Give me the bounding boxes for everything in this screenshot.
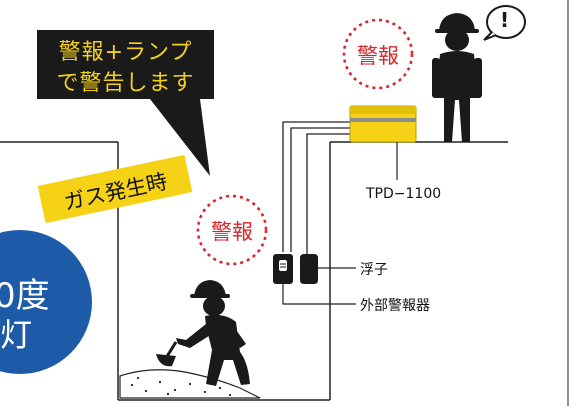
alarm-label-middle: 警報 [211, 220, 253, 244]
callout-tail [150, 99, 210, 176]
exclamation-icon: ! [500, 8, 510, 32]
badge-line-1: 0度 [0, 276, 50, 316]
sensor-model-label: TPD−1100 [366, 186, 442, 202]
info-badge [0, 230, 92, 374]
external-alarm-device [273, 254, 293, 284]
warning-callout: 警報+ランプ で警告します [37, 30, 214, 99]
standing-worker-icon [432, 13, 482, 142]
external-alarm-label: 外部警報器 [360, 298, 430, 314]
float-device [300, 254, 318, 284]
alarm-circle-middle [196, 194, 268, 266]
callout-line-2: で警告します [56, 71, 195, 96]
alarm-circle-top [342, 18, 414, 90]
sensor-box [349, 105, 417, 143]
callout-line-1: 警報+ランプ [58, 40, 193, 65]
float-label: 浮子 [360, 262, 388, 278]
external-alarm-leader-line [282, 284, 356, 305]
badge-line-2: 灯 [0, 316, 33, 354]
digging-worker-icon [156, 280, 250, 386]
sensor-cables [282, 121, 352, 255]
alarm-label-top: 警報 [357, 44, 399, 68]
dirt-specks [130, 376, 232, 397]
alert-speech-bubble [483, 5, 526, 41]
